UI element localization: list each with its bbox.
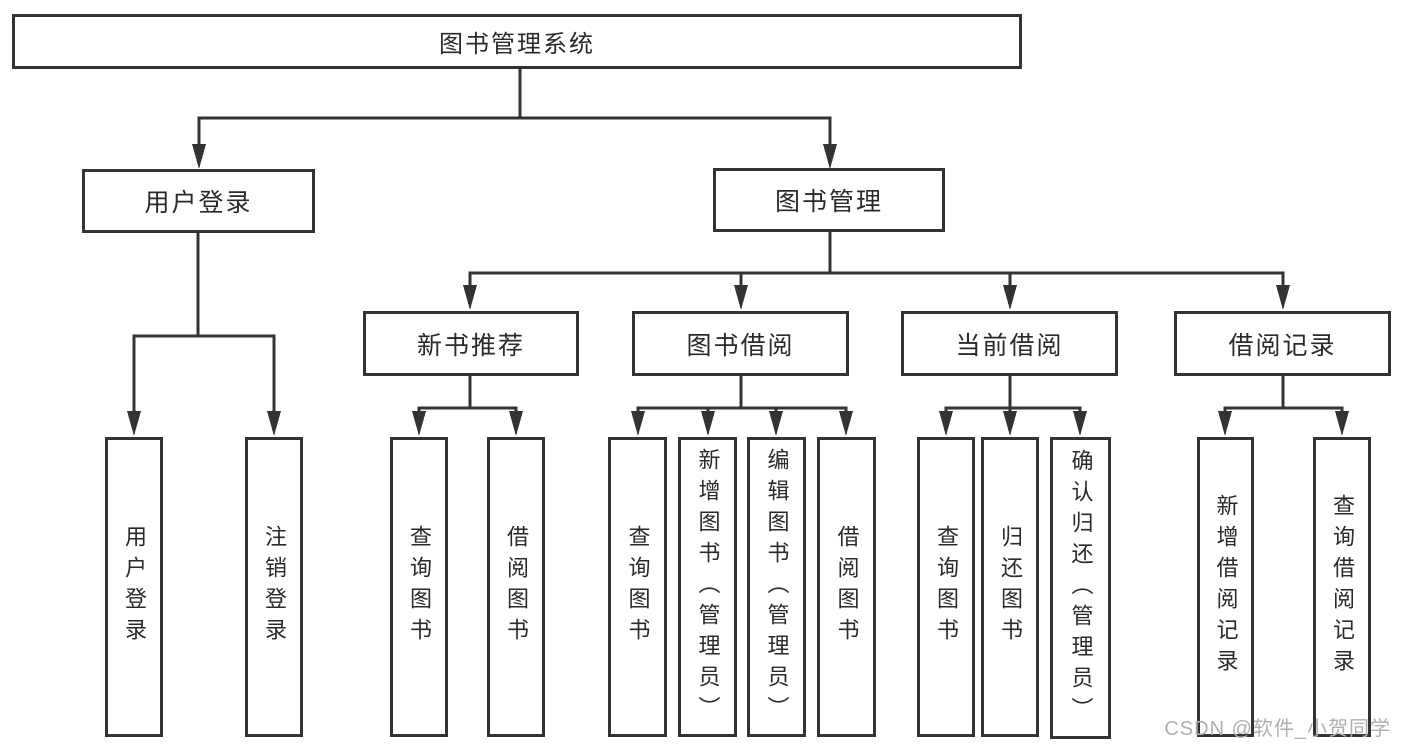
connector-borrow-records bbox=[1223, 374, 1344, 418]
arrow-down-icon bbox=[769, 411, 783, 436]
arrow-down-icon bbox=[127, 411, 141, 436]
arrow-down-icon bbox=[1335, 411, 1349, 436]
connector-root bbox=[197, 66, 832, 152]
connector-current-borrow bbox=[944, 374, 1082, 418]
arrow-down-icon bbox=[412, 411, 426, 436]
arrow-down-icon bbox=[1003, 285, 1017, 310]
leaf-logout: 注销登录 bbox=[245, 437, 303, 737]
leaf-edit-books-admin: 编辑图书（管理员） bbox=[747, 437, 806, 737]
leaf-query-books-current: 查询图书 bbox=[917, 437, 975, 737]
arrow-down-icon bbox=[192, 144, 206, 169]
node-book-borrow: 图书借阅 bbox=[632, 311, 849, 376]
leaf-add-borrow-record: 新增借阅记录 bbox=[1197, 437, 1254, 737]
connector-book-management bbox=[468, 230, 1285, 292]
leaf-query-books-borrow: 查询图书 bbox=[608, 437, 667, 737]
arrow-down-icon bbox=[463, 285, 477, 310]
leaf-borrow-books: 借阅图书 bbox=[817, 437, 876, 737]
node-new-book-recommend: 新书推荐 bbox=[363, 311, 579, 376]
leaf-add-books-admin: 新增图书（管理员） bbox=[678, 437, 737, 737]
arrow-down-icon bbox=[734, 285, 748, 310]
arrow-down-icon bbox=[839, 411, 853, 436]
csdn-watermark: CSDN @软件_小贺同学 bbox=[1164, 718, 1391, 740]
leaf-query-borrow-record: 查询借阅记录 bbox=[1313, 437, 1371, 737]
node-user-login: 用户登录 bbox=[82, 169, 315, 233]
node-borrow-records: 借阅记录 bbox=[1174, 311, 1391, 376]
arrowheads bbox=[127, 144, 1349, 436]
node-book-management: 图书管理 bbox=[713, 168, 945, 232]
arrow-down-icon bbox=[939, 411, 953, 436]
connector-new-book-recommend bbox=[417, 374, 518, 418]
connector-user-login bbox=[132, 231, 276, 418]
connector-book-borrow bbox=[636, 374, 848, 418]
arrow-down-icon bbox=[823, 144, 837, 169]
arrow-down-icon bbox=[631, 411, 645, 436]
arrow-down-icon bbox=[267, 411, 281, 436]
leaf-confirm-return-admin: 确认归还（管理员） bbox=[1050, 437, 1111, 739]
node-current-borrow: 当前借阅 bbox=[901, 311, 1118, 376]
arrow-down-icon bbox=[701, 411, 715, 436]
leaf-return-books: 归还图书 bbox=[981, 437, 1039, 737]
leaf-user-login: 用户登录 bbox=[105, 437, 163, 737]
arrow-down-icon bbox=[1003, 411, 1017, 436]
node-library-system: 图书管理系统 bbox=[12, 14, 1022, 69]
leaf-borrow-books-recommend: 借阅图书 bbox=[487, 437, 545, 737]
leaf-query-books-recommend: 查询图书 bbox=[390, 437, 448, 737]
arrow-down-icon bbox=[1073, 411, 1087, 436]
arrow-down-icon bbox=[1218, 411, 1232, 436]
arrow-down-icon bbox=[1276, 285, 1290, 310]
arrow-down-icon bbox=[509, 411, 523, 436]
